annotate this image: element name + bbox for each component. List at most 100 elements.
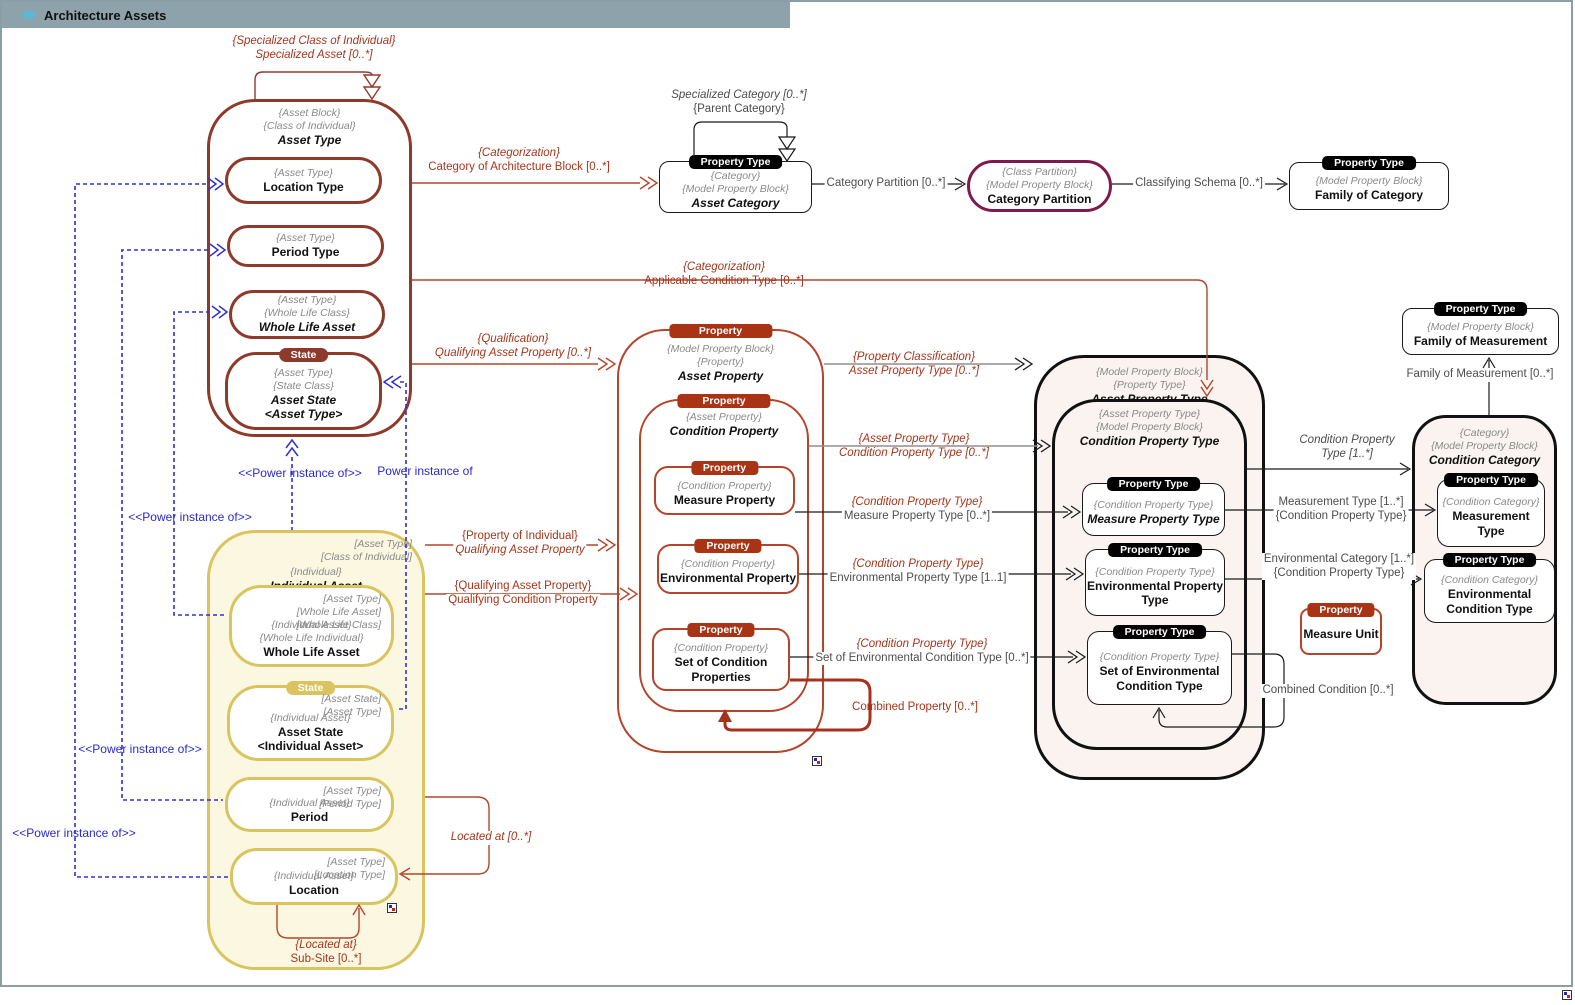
block-family-of-measurement[interactable]: Property Type {Model Property Block} Fam…	[1402, 302, 1559, 355]
block-name: Asset Type	[277, 133, 342, 148]
property-tab: Property	[694, 539, 762, 553]
label-located-at: Located at [0..*]	[448, 831, 534, 845]
block-environmental-property-type[interactable]: Property Type {Condition Property Type} …	[1085, 543, 1225, 616]
block-name: Asset State	[277, 724, 344, 739]
stereotype: {Class Partition}	[1002, 165, 1077, 178]
label-specialized-asset: {Specialized Class of Individual} Specia…	[232, 35, 396, 61]
label-power-instance-1: <<Power instance of>>	[238, 466, 362, 480]
inherit-annotations: [Asset Type] [Period Type]	[319, 785, 381, 811]
block-name: Whole Life Asset	[258, 320, 356, 335]
block-category-partition[interactable]: {Class Partition} {Model Property Block}…	[967, 160, 1112, 212]
inherit-annotations: [Asset Type] [Whole Life Asset] [Whole L…	[296, 593, 381, 632]
stereotype: {Category}	[710, 170, 761, 183]
stereotype: {Condition Property}	[677, 479, 772, 492]
block-name-suffix: <Asset Type>	[264, 407, 343, 422]
stereotype: {Property Type}	[1113, 379, 1186, 392]
condition-property-type-card-connector	[1247, 462, 1412, 476]
stereotype: {Asset Property}	[686, 411, 762, 423]
label-environmental-property-type: {Condition Property Type} Environmental …	[827, 558, 1009, 586]
composite-marker-icon[interactable]	[812, 756, 822, 766]
stereotype: {Condition Category}	[1441, 574, 1538, 587]
composite-marker-icon[interactable]	[1562, 990, 1572, 1000]
block-name-suffix: <Individual Asset>	[257, 738, 364, 753]
property-tab: Property	[690, 461, 759, 475]
block-set-of-condition-properties[interactable]: Property {Condition Property} Set of Con…	[652, 623, 790, 691]
label-family-of-measurement-card: Family of Measurement [0..*]	[1404, 368, 1556, 382]
stereotype: {Category}	[1459, 427, 1510, 439]
property-type-tab: Property Type	[1322, 156, 1416, 170]
block-name: Asset State	[270, 392, 337, 407]
composite-marker-icon[interactable]	[387, 903, 397, 913]
stereotype: {Model Property Block}	[1096, 366, 1203, 378]
stereotype: {Model Property Block}	[1096, 421, 1203, 434]
stereotype: {Asset Type}	[276, 232, 335, 245]
label-combined-condition: Combined Condition [0..*]	[1260, 684, 1396, 698]
property-type-tab: Property Type	[688, 155, 783, 169]
block-period-individual[interactable]: [Asset Type] [Period Type] {Individual A…	[225, 777, 394, 832]
property-type-tab: Property Type	[1444, 473, 1538, 487]
block-asset-category[interactable]: Property Type {Category} {Model Property…	[659, 155, 812, 213]
stereotype: {State Class}	[273, 379, 334, 392]
stereotype: {Condition Property Type}	[1099, 651, 1220, 664]
block-location-type[interactable]: {Asset Type} Location Type	[225, 157, 382, 204]
block-name: Family of Measurement	[1413, 333, 1548, 348]
block-name: Set of Environmental Condition Type	[1099, 664, 1220, 693]
inherit-annotations: [Asset Type] [Class of Individual]	[320, 538, 412, 564]
stereotype: {Whole Life Class}	[264, 307, 350, 320]
stereotype: {Individual}	[290, 566, 342, 578]
state-tab: State	[278, 348, 329, 362]
block-whole-life-asset-type[interactable]: {Asset Type} {Whole Life Class} Whole Li…	[229, 290, 385, 339]
block-measure-unit[interactable]: Property Measure Unit	[1300, 603, 1382, 655]
block-set-of-environmental-condition-type[interactable]: Property Type {Condition Property Type} …	[1087, 625, 1232, 705]
block-location-individual[interactable]: [Asset Type] [Location Type] {Individual…	[230, 848, 398, 905]
block-period-type[interactable]: {Asset Type} Period Type	[227, 225, 384, 267]
label-condition-property-type-card: Condition Property Type [1..*]	[1299, 434, 1395, 460]
block-name: Location	[289, 882, 339, 897]
label-asset-property-type: {Asset Property Type} Condition Property…	[837, 433, 991, 461]
block-name: Condition Category	[1428, 453, 1541, 468]
stereotype: {Property}	[697, 356, 744, 369]
block-measure-property-type[interactable]: Property Type {Condition Property Type} …	[1082, 477, 1225, 536]
block-family-of-category[interactable]: Property Type {Model Property Block} Fam…	[1289, 156, 1449, 210]
stereotype: {Individual Asset}	[271, 618, 352, 631]
label-qualifying-condition-property: {Qualifying Asset Property} Qualifying C…	[446, 580, 600, 608]
label-sub-site: {Located at} Sub-Site [0..*]	[290, 939, 362, 965]
family-of-measurement-connector	[1482, 356, 1496, 415]
stereotype: {Condition Property Type}	[1095, 565, 1215, 578]
stereotype: {Asset Property Type}	[1098, 408, 1201, 420]
label-power-instance-2: <<Power instance of>>	[128, 510, 252, 524]
block-environmental-property[interactable]: Property {Condition Property} Environmen…	[657, 539, 799, 594]
label-measure-property-type: {Condition Property Type} Measure Proper…	[841, 496, 993, 524]
label-classifying-schema: Classifying Schema [0..*]	[1133, 177, 1265, 191]
label-environmental-category-card: Environmental Category [1..*] {Condition…	[1261, 553, 1417, 581]
diagram-icon	[22, 11, 36, 19]
property-tab: Property	[668, 324, 773, 338]
block-asset-state-individual[interactable]: State [Asset State] [Asset Type] {Indivi…	[227, 681, 394, 761]
block-measurement-type[interactable]: Property Type {Condition Category} Measu…	[1437, 473, 1545, 547]
label-power-instance-3: <<Power instance of>>	[78, 742, 202, 756]
stereotype: {Model Property Block}	[986, 178, 1093, 191]
label-measurement-type-card: Measurement Type [1..*] {Condition Prope…	[1273, 496, 1409, 524]
block-name: Asset Property	[677, 369, 764, 384]
stereotype: {Individual Asset}	[269, 796, 350, 809]
label-qualification: {Qualification} Qualifying Asset Propert…	[432, 333, 594, 361]
stereotype: {Model Property Block}	[1431, 440, 1538, 453]
stereotype: {Asset Type}	[274, 366, 333, 379]
block-name: Environmental Property	[659, 571, 797, 586]
block-name: Family of Category	[1314, 188, 1424, 203]
property-tab: Property	[677, 394, 771, 408]
block-asset-state-type[interactable]: State {Asset Type} {State Class} Asset S…	[225, 348, 382, 430]
label-set-environmental-condition-type: {Condition Property Type} Set of Environ…	[813, 638, 1031, 666]
block-name: Environmental Condition Type	[1446, 587, 1533, 616]
block-name: Set of Condition Properties	[674, 655, 768, 684]
block-measure-property[interactable]: Property {Condition Property} Measure Pr…	[654, 461, 795, 515]
stereotype: {Condition Property}	[681, 558, 775, 571]
property-type-tab: Property Type	[1442, 553, 1537, 567]
block-name: Condition Property	[669, 424, 779, 439]
block-environmental-condition-type[interactable]: Property Type {Condition Category} Envir…	[1424, 553, 1555, 623]
label-applicable-condition-type: {Categorization} Applicable Condition Ty…	[644, 261, 804, 287]
block-whole-life-asset-individual[interactable]: [Asset Type] [Whole Life Asset] [Whole L…	[229, 585, 394, 667]
inherit-annotations: [Asset Type] [Location Type]	[313, 856, 385, 882]
block-name: Period Type	[271, 245, 340, 260]
